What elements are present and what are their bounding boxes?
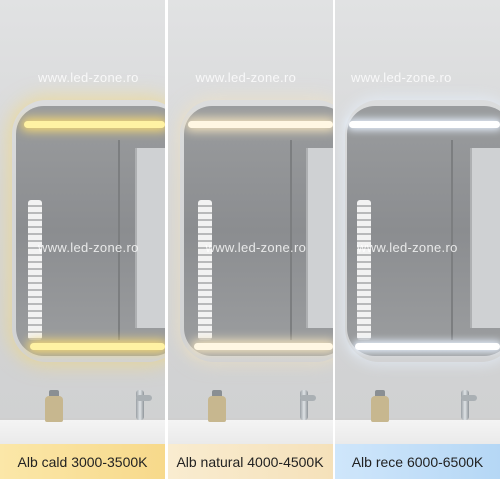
led-strip-bottom-cold: [355, 343, 500, 350]
bottle-cap: [375, 390, 385, 398]
label-cold: Alb rece 6000-6500K: [335, 444, 500, 479]
cabinet-reflection: [135, 148, 165, 328]
door-frame-reflection: [451, 140, 453, 340]
cabinet-reflection: [305, 148, 333, 328]
labels-row: Alb cald 3000-3500K Alb natural 4000-450…: [0, 444, 500, 479]
led-strip-top-cold: [349, 121, 500, 128]
faucet-spout: [461, 395, 477, 401]
divider: [332, 0, 335, 462]
label-warm: Alb cald 3000-3500K: [0, 444, 165, 479]
led-strip-bottom-warm: [30, 343, 165, 350]
cabinet-reflection: [470, 148, 500, 328]
panels-row: www.led-zone.ro www.led-zone.ro www.led-…: [0, 0, 500, 462]
watermark-middle: www.led-zone.ro: [38, 240, 139, 255]
faucet-spout: [299, 395, 316, 401]
bottle-cap: [211, 390, 222, 398]
bottle-cap: [49, 390, 59, 398]
led-strip-bottom-natural: [193, 343, 333, 350]
watermark-top: www.led-zone.ro: [195, 70, 297, 85]
door-frame-reflection: [118, 140, 120, 340]
radiator-reflection: [28, 200, 42, 340]
panel-cold: www.led-zone.ro www.led-zone.ro: [335, 0, 500, 462]
watermark-top: www.led-zone.ro: [351, 70, 452, 85]
watermark-middle: www.led-zone.ro: [357, 240, 458, 255]
bottle: [371, 396, 389, 422]
divider: [165, 0, 168, 462]
label-natural: Alb natural 4000-4500K: [167, 444, 333, 479]
led-strip-top-warm: [24, 121, 165, 128]
watermark-top: www.led-zone.ro: [38, 70, 139, 85]
bottle: [207, 396, 226, 422]
bottle: [45, 396, 63, 422]
radiator-reflection: [197, 200, 212, 340]
radiator-reflection: [357, 200, 371, 340]
panel-warm: www.led-zone.ro www.led-zone.ro: [0, 0, 165, 462]
led-strip-top-natural: [187, 121, 333, 128]
faucet: [136, 390, 144, 420]
panel-natural: www.led-zone.ro www.led-zone.ro: [167, 0, 333, 462]
faucet-spout: [136, 395, 152, 401]
door-frame-reflection: [289, 140, 292, 340]
faucet: [461, 390, 469, 420]
watermark-middle: www.led-zone.ro: [205, 240, 307, 255]
faucet: [299, 390, 308, 420]
